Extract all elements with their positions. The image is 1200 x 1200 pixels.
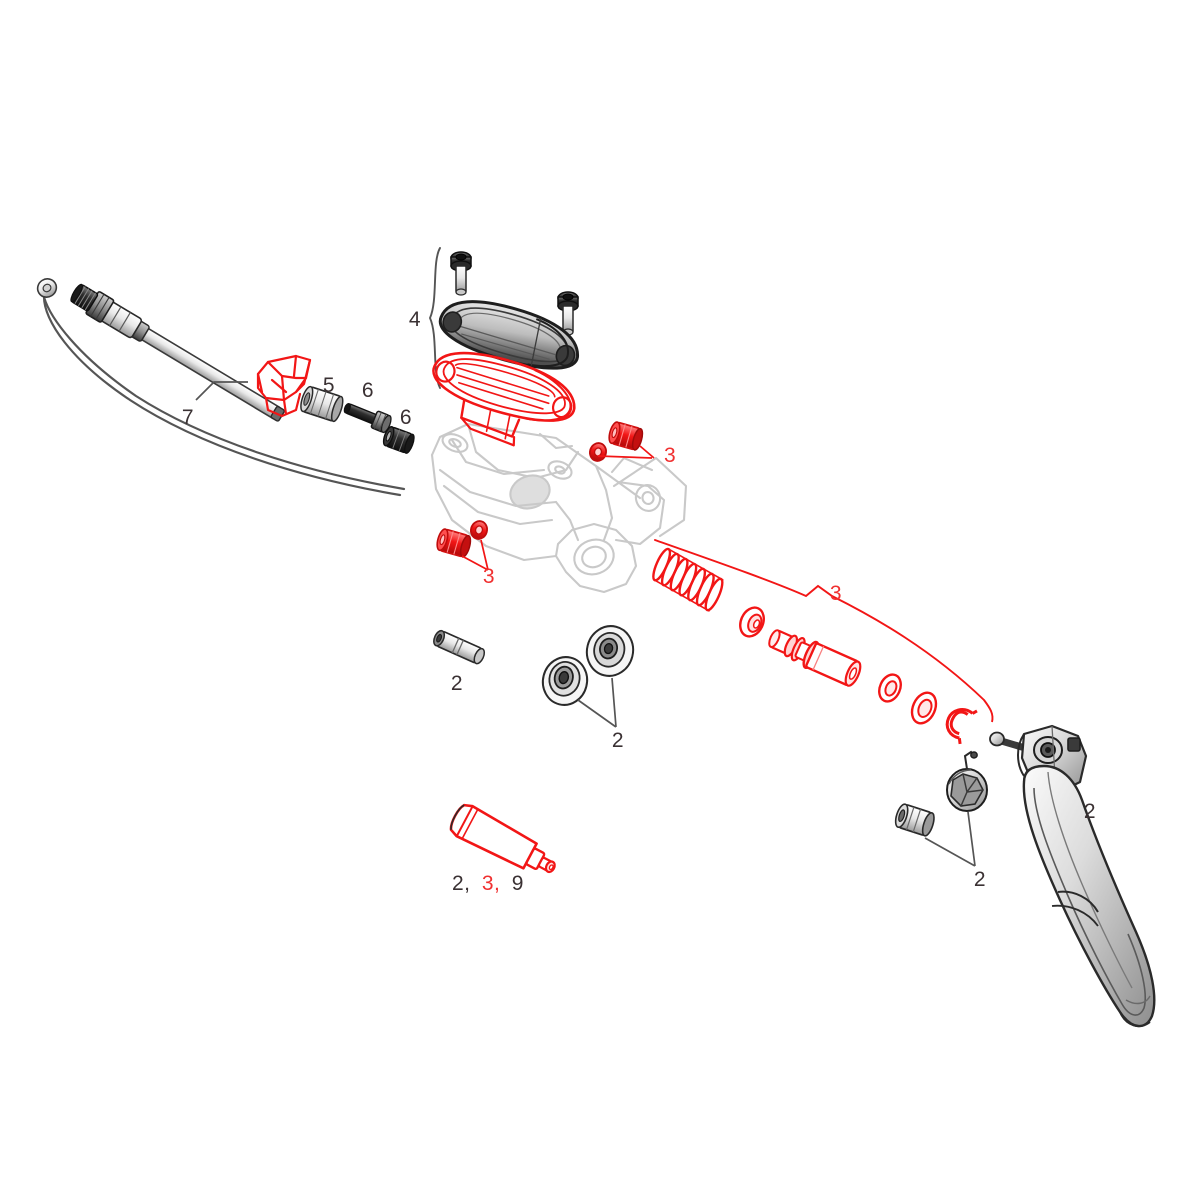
piston-seal-kit: 3 [652,539,994,745]
callout-5-label: 5 [323,374,335,397]
bleed-port-grommet-set-left: 3 [436,520,495,588]
bleed-port-grommet-set-right: 3 [589,421,676,467]
bearing-washer-small [541,656,589,706]
bearing-washers: 2 [541,625,635,752]
return-spring [652,547,724,612]
grease-tube: 2, 3, 9 [449,803,556,895]
cover-bolt-a [450,251,472,296]
reservoir-cover-group: 4 [409,247,579,447]
bearing-washer-large [585,625,635,677]
reservoir-cover [438,300,579,370]
lever-pivot-hardware: 2 [894,750,988,891]
hose-clamp [256,354,312,418]
compression-fitting: 6 [382,406,415,454]
callout-239-label: 2, 3, 9 [452,872,524,895]
callout-3-right-label: 3 [664,444,676,467]
callout-3-left-label: 3 [483,565,495,588]
callout-6-lower-label: 6 [400,406,412,429]
callout-2-pivot-label: 2 [974,868,986,891]
master-cylinder-body [430,422,688,594]
reservoir-gasket [432,351,576,447]
callout-6-upper-label: 6 [362,379,374,402]
callout-239-part-9: 9 [512,872,524,895]
hydraulic-hose-assembly: 7 [36,278,406,497]
callout-2-washers-label: 2 [612,729,624,752]
callout-4-label: 4 [409,308,421,331]
pivot-pin: 2 [433,629,486,695]
piston [768,629,862,687]
callout-7-label: 7 [182,406,194,429]
brake-lever-blade: 2 [989,724,1156,1028]
callout-2-pin-label: 2 [451,672,463,695]
callout-2-lever-label: 2 [1084,800,1096,823]
cover-bolt-b [557,291,579,336]
callout-3-piston-label: 3 [830,582,842,605]
callout-239-part-3: 3, [482,872,501,895]
barrel-nut: 5 [300,374,344,423]
callout-239-part-2: 2, [452,872,471,895]
compression-bolt: 6 [343,379,392,434]
lever-bushing [894,803,935,837]
reach-adjust-screw [946,750,988,812]
